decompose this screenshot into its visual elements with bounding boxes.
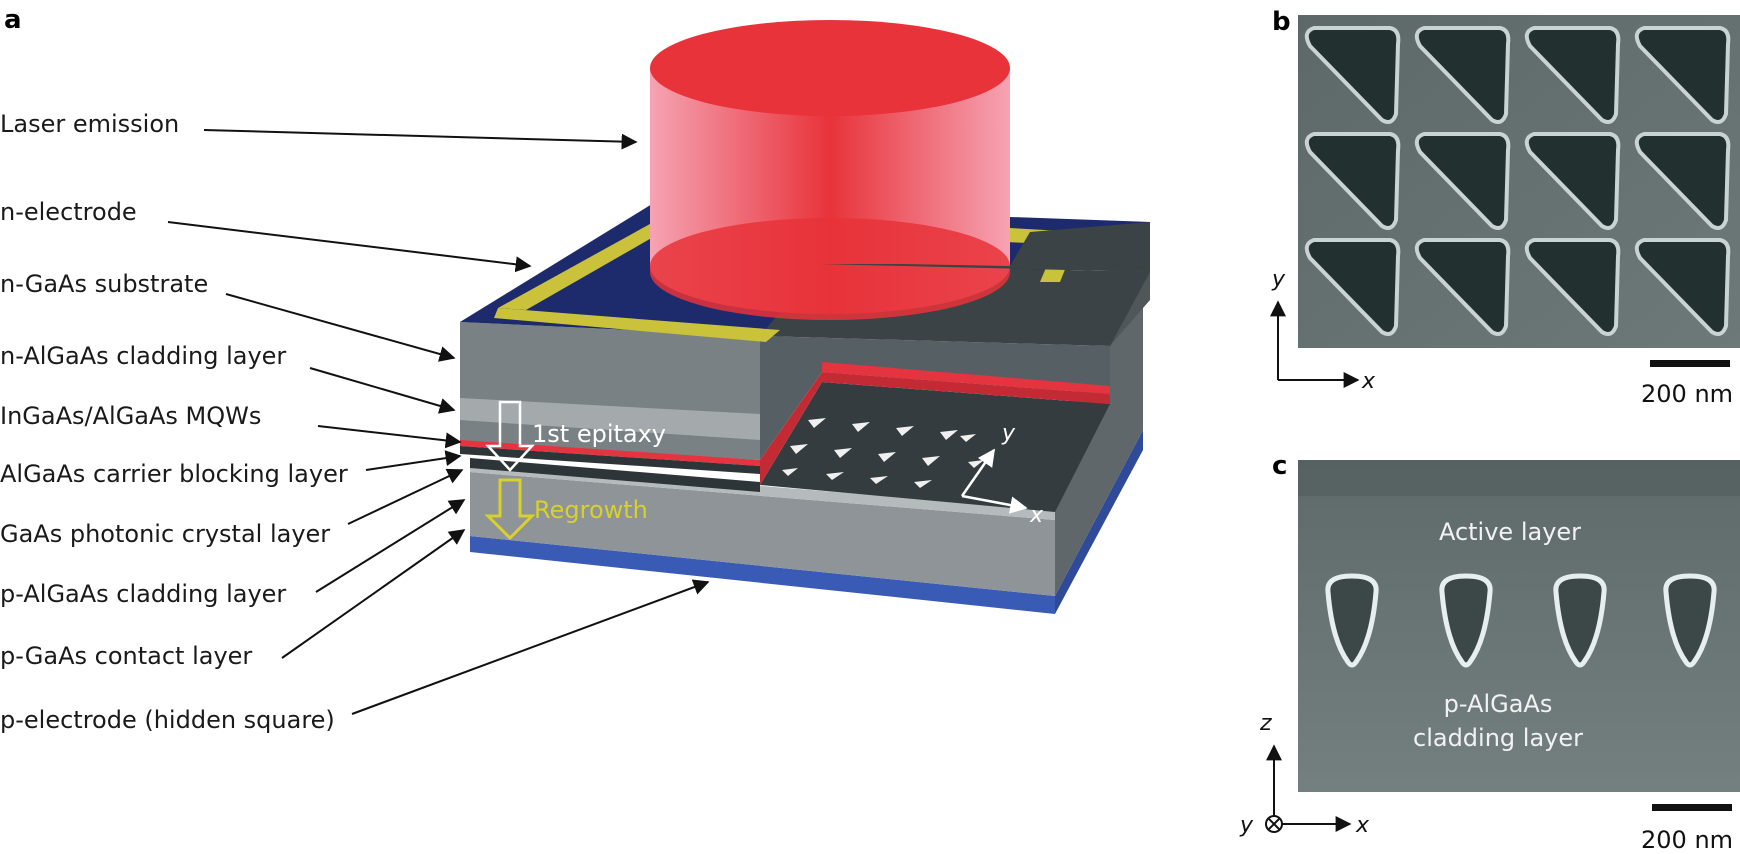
panel-b-scale-bar [1650, 360, 1730, 367]
arrow-n-substrate [225, 293, 456, 362]
n-electrode-left [498, 214, 690, 310]
sem-top-band [1298, 460, 1740, 496]
sem-void [1553, 573, 1607, 668]
arrow-laser-emission [203, 129, 638, 150]
panel-c-scale-bar [1652, 804, 1732, 811]
photonic-crystal-surface [760, 382, 1110, 512]
panel-b-y-label: y [1271, 267, 1286, 292]
sem-hole [1634, 26, 1731, 124]
panel-b-scale-label: 200 nm [1641, 380, 1733, 408]
label-carrier-blocking: AlGaAs carrier blocking layer [0, 460, 348, 488]
photonic-crystal-holes [782, 418, 984, 488]
panel-c-x-label: x [1355, 813, 1370, 838]
panel-c-scale-label: 200 nm [1641, 826, 1733, 854]
panel-b-x-label: x [1361, 369, 1376, 394]
regrowth-label: Regrowth [534, 496, 648, 524]
sem-void [1663, 573, 1717, 668]
label-p-gaas-contact: p-GaAs contact layer [0, 642, 252, 670]
arrow-n-electrode [167, 221, 532, 273]
n-cladding-front [460, 398, 760, 440]
panel-b-letter: b [1272, 7, 1291, 37]
sem-hole [1634, 132, 1731, 230]
blocking-front [460, 446, 760, 474]
first-epitaxy-label: 1st epitaxy [532, 420, 666, 448]
panel-c-z-label: z [1259, 711, 1272, 736]
sem-hole [1414, 26, 1511, 124]
sem-hole [1524, 238, 1621, 336]
sem-hole [1634, 238, 1731, 336]
mqw-red-right [822, 362, 1110, 394]
leader-arrows [167, 129, 710, 715]
arrow-n-cladding [309, 367, 456, 414]
p-cladding-front [470, 472, 1055, 596]
label-photonic-crystal: GaAs photonic crystal layer [0, 520, 330, 548]
label-n-electrode: n-electrode [0, 198, 137, 226]
sem-hole [1304, 238, 1401, 336]
panel-c-sem [1298, 460, 1740, 792]
mqw-red-front [460, 440, 760, 466]
layer-labels: Laser emission n-electrode n-GaAs substr… [0, 110, 348, 734]
regrowth-arrow [484, 478, 536, 541]
laser-beam-top [650, 20, 1010, 116]
arrow-p-cladding [315, 499, 466, 593]
sem-cross-section-holes [1325, 573, 1717, 668]
panel-c-y-label: y [1239, 813, 1254, 838]
arrow-p-contact [281, 529, 466, 659]
right-side-bottom [1055, 430, 1143, 614]
sem-hole [1414, 238, 1511, 336]
p-electrode-strip [470, 536, 1055, 614]
device-x-label: x [1029, 503, 1044, 528]
label-p-electrode: p-electrode (hidden square) [0, 706, 335, 734]
panel-a-letter: a [4, 5, 22, 35]
arrow-mqws [317, 425, 462, 449]
arrow-blocking [365, 450, 462, 471]
p-cladding-label-line2: cladding layer [1413, 724, 1583, 752]
arrow-p-electrode [351, 579, 710, 715]
label-laser-emission: Laser emission [0, 110, 179, 138]
sem-triangular-holes [1304, 26, 1731, 336]
first-epitaxy-arrow [485, 400, 535, 472]
label-n-gaas-substrate: n-GaAs substrate [0, 270, 208, 298]
sem-hole [1414, 132, 1511, 230]
sem-hole [1524, 26, 1621, 124]
label-p-algaas-cladding: p-AlGaAs cladding layer [0, 580, 286, 608]
right-side-lower [1055, 300, 1143, 596]
label-n-algaas-cladding: n-AlGaAs cladding layer [0, 342, 286, 370]
device-x-axis [961, 494, 1028, 514]
sem-hole [1524, 132, 1621, 230]
sem-hole [1304, 26, 1401, 124]
label-mqws: InGaAs/AlGaAs MQWs [0, 402, 261, 430]
pc-layer-front [470, 458, 760, 492]
laser-device: 1st epitaxy Regrowth x y [460, 20, 1150, 614]
panel-c-letter: c [1272, 451, 1287, 481]
sem-hole [1304, 132, 1401, 230]
device-y-axis [960, 448, 996, 497]
device-y-label: y [1001, 421, 1016, 446]
n-electrode-front [494, 308, 780, 342]
sem-void [1439, 573, 1493, 668]
active-layer-label: Active layer [1439, 518, 1581, 546]
panel-c-y-cross [1268, 818, 1280, 830]
p-cladding-label-line1: p-AlGaAs [1444, 690, 1553, 718]
panel-b-sem [1298, 15, 1740, 348]
arrow-photonic-crystal [347, 468, 464, 525]
laser-beam-bottom [650, 218, 1010, 320]
sem-void [1325, 573, 1379, 668]
raised-block-overlap [820, 222, 1150, 272]
